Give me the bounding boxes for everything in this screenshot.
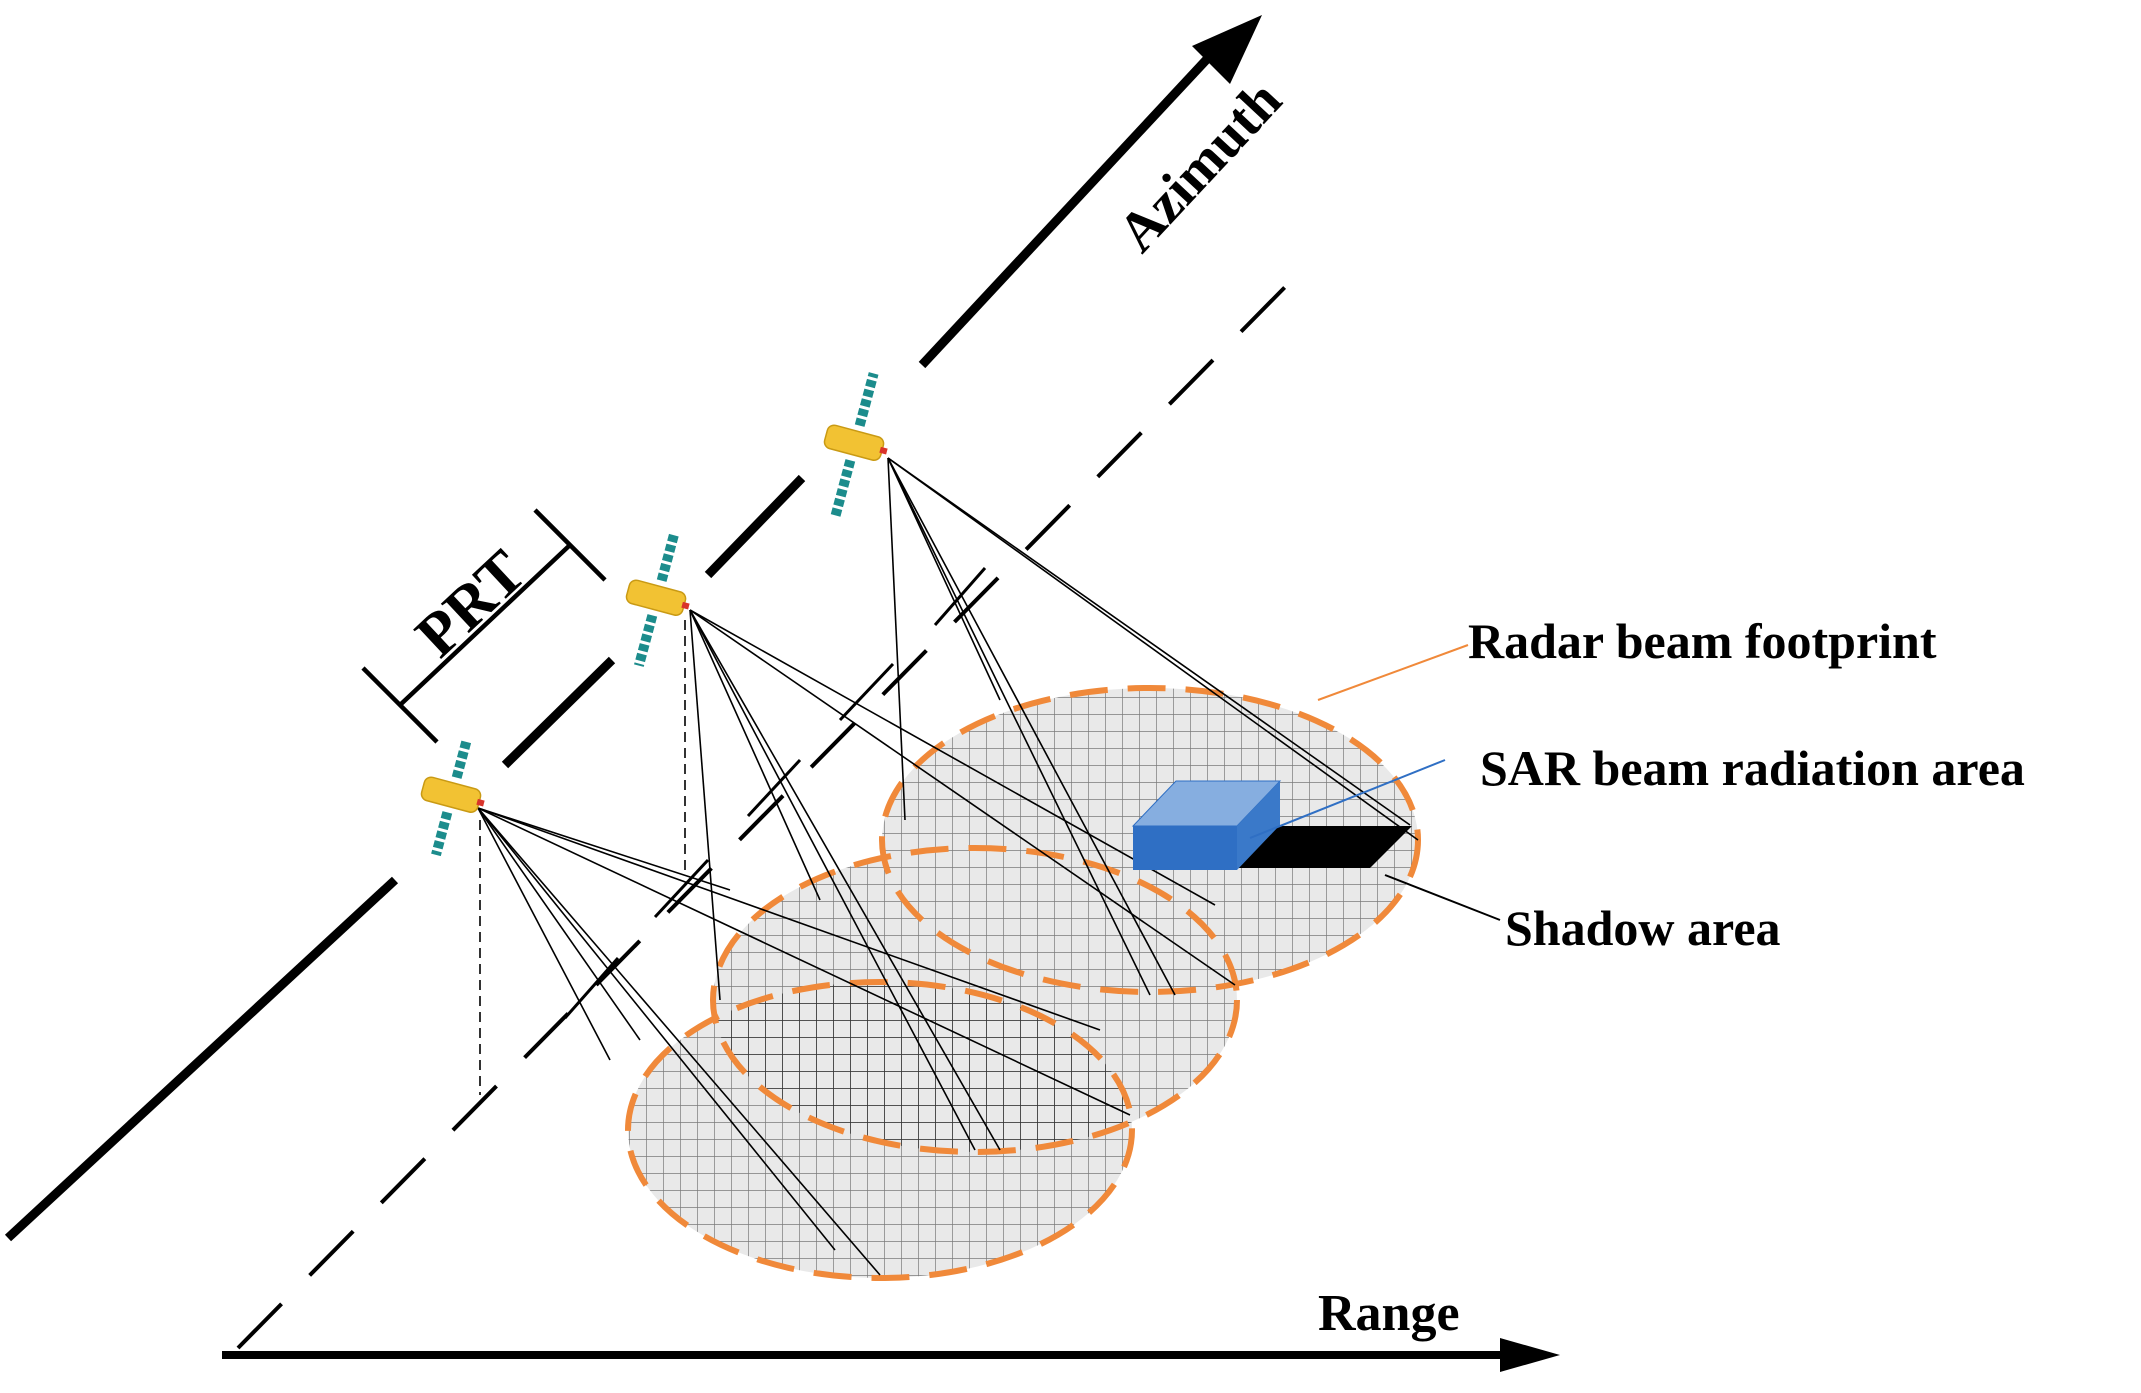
prt-label: PRT: [403, 537, 538, 670]
target: [1131, 780, 1412, 870]
satellite-1: [420, 740, 485, 857]
prt-bracket: [361, 508, 607, 744]
flight-track-segment: [4, 876, 399, 1242]
flight-track-segment: [918, 54, 1212, 369]
beam-line: [477, 807, 1101, 1031]
beam-line: [887, 457, 1411, 826]
beam-line: [689, 609, 1001, 1151]
beam-line: [887, 457, 1419, 841]
range-label: Range: [1318, 1285, 1460, 1342]
beam-line: [689, 609, 821, 901]
azimuth-label: Azimuth: [1106, 69, 1294, 264]
prt-bracket-left-end: [361, 666, 439, 744]
beam-line: [477, 807, 1131, 1116]
footprint-2-outline: [710, 845, 1240, 1155]
beam-line: [477, 807, 731, 891]
sar-beam-radiation-area-label: SAR beam radiation area: [1480, 740, 2025, 796]
satellite-2: [625, 533, 690, 667]
tick: [653, 858, 710, 919]
target-side-face: [1237, 781, 1280, 870]
beam-footprints: [625, 685, 1421, 1281]
range-axis: [222, 1338, 1560, 1372]
beam-line: [477, 807, 836, 1251]
tick: [933, 567, 987, 626]
azimuth-axis: [4, 15, 1262, 1242]
footprint-overlap: [713, 982, 1132, 1152]
beam-line: [689, 609, 721, 1001]
beam-lines: [477, 457, 1419, 1276]
beam-line: [887, 457, 906, 821]
ground-track: [236, 278, 1294, 1350]
shadow-area-label: Shadow area: [1505, 900, 1781, 956]
flight-track-segment: [704, 474, 806, 579]
radar-beam-footprint-label: Radar beam footprint: [1468, 613, 1937, 669]
tick: [838, 662, 895, 722]
range-arrowhead: [1500, 1338, 1560, 1372]
shadow-area-shape: [1233, 826, 1412, 868]
sar-area-leader: [1249, 759, 1446, 839]
beam-line: [887, 457, 1151, 996]
tick: [563, 957, 620, 1019]
azimuth-arrowhead: [1192, 15, 1262, 84]
footprint-1-outline: [625, 979, 1135, 1281]
flight-track-segment: [501, 656, 616, 769]
beam-line: [477, 807, 611, 1061]
radar-footprint-leader: [1317, 644, 1469, 701]
beam-line: [689, 609, 1216, 906]
beam-line: [689, 609, 1236, 986]
satellite-icon: [625, 533, 690, 667]
target-front-face: [1133, 826, 1237, 870]
range-ticks: [563, 567, 987, 1019]
prt-bracket-line: [398, 543, 572, 707]
satellite-icon: [420, 740, 485, 857]
beam-line: [887, 457, 1001, 701]
beam-line: [477, 807, 881, 1276]
tick: [746, 758, 802, 818]
beam-line: [887, 457, 1176, 996]
shadow-area-leader: [1384, 874, 1501, 921]
prt-bracket-right-end: [533, 508, 607, 582]
beam-line: [689, 609, 976, 1151]
beam-line: [477, 807, 641, 1041]
